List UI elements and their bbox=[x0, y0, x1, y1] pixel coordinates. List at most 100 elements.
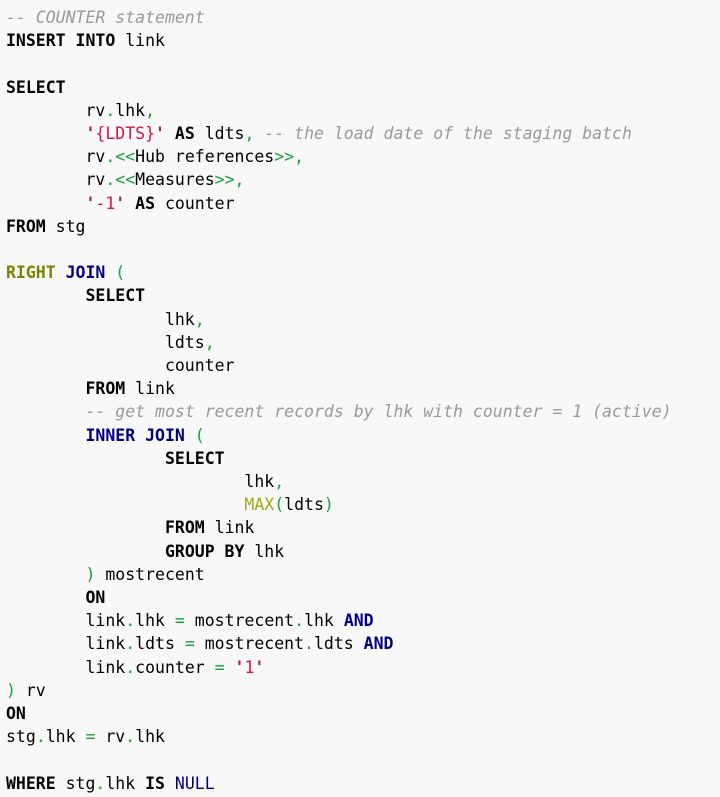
code-token-comment: -- COUNTER statement bbox=[6, 8, 205, 27]
code-token-comment: -- the load date of the staging batch bbox=[264, 124, 632, 144]
code-token-plain: lhk bbox=[115, 100, 146, 120]
code-token-kw: SELECT bbox=[6, 77, 66, 97]
code-token-op: . bbox=[125, 727, 136, 747]
code-line: INSERT INTO link bbox=[6, 29, 720, 52]
code-line bbox=[6, 238, 720, 261]
code-token-kw: ON bbox=[6, 704, 26, 724]
code-line bbox=[6, 52, 720, 75]
code-line: rv.<<Measures>>, bbox=[6, 168, 720, 191]
code-line: link.lhk = mostrecent.lhk AND bbox=[6, 609, 720, 632]
code-token-plain bbox=[165, 774, 175, 793]
code-token-op: .<< bbox=[105, 147, 136, 167]
code-token-plain: link bbox=[204, 518, 255, 538]
code-token-strq: ' bbox=[115, 193, 126, 213]
code-token-op: ( bbox=[115, 263, 126, 283]
code-token-plain: rv bbox=[6, 147, 106, 167]
code-line: stg.lhk = rv.lhk bbox=[6, 725, 720, 748]
code-token-op: >>, bbox=[214, 170, 245, 190]
code-token-op: ) bbox=[85, 564, 96, 584]
code-token-str: -1 bbox=[95, 193, 116, 213]
code-token-plain: rv bbox=[95, 727, 126, 747]
code-token-plain bbox=[6, 426, 85, 445]
code-token-plain: ldts bbox=[284, 495, 324, 515]
code-token-kw2: AND bbox=[363, 634, 394, 654]
code-token-plain bbox=[185, 426, 195, 445]
code-token-strq: ' bbox=[234, 657, 245, 677]
code-token-op: . bbox=[125, 634, 136, 654]
code-token-plain bbox=[6, 379, 85, 398]
code-token-plain: link bbox=[6, 611, 126, 631]
code-token-plain: link bbox=[115, 31, 165, 51]
code-token-plain bbox=[125, 194, 135, 213]
code-token-plain: lhk bbox=[304, 611, 344, 631]
code-token-op: >>, bbox=[274, 147, 305, 167]
code-token-plain: ldts bbox=[313, 634, 364, 654]
code-token-kw: FROM bbox=[6, 216, 46, 236]
code-line: ) rv bbox=[6, 679, 720, 702]
code-line: '{LDTS}' AS ldts, -- the load date of th… bbox=[6, 122, 720, 145]
code-token-plain: Measures bbox=[135, 170, 215, 190]
code-token-plain: mostrecent bbox=[184, 611, 295, 631]
code-token-plain: ldts bbox=[135, 634, 185, 654]
code-token-plain bbox=[6, 495, 244, 514]
code-token-plain bbox=[6, 402, 85, 421]
code-token-comment: -- get most recent records by lhk with c… bbox=[85, 402, 672, 422]
code-token-plain: counter bbox=[135, 657, 215, 677]
code-line bbox=[6, 749, 720, 772]
code-token-op: . bbox=[294, 611, 305, 631]
code-line: SELECT bbox=[6, 284, 720, 307]
code-token-plain: lhk bbox=[135, 727, 165, 747]
code-token-kw: GROUP BY bbox=[164, 541, 245, 561]
code-token-plain: stg bbox=[45, 216, 86, 236]
code-token-op: , bbox=[274, 472, 285, 492]
code-line: GROUP BY lhk bbox=[6, 540, 720, 563]
code-token-plain bbox=[165, 124, 175, 143]
code-token-plain: Hub references bbox=[135, 147, 275, 167]
code-token-plain bbox=[105, 263, 115, 282]
code-line: RIGHT JOIN ( bbox=[6, 261, 720, 284]
code-line: link.ldts = mostrecent.ldts AND bbox=[6, 632, 720, 655]
code-token-plain: rv bbox=[6, 170, 106, 190]
code-token-plain: rv bbox=[15, 680, 46, 700]
code-line: '-1' AS counter bbox=[6, 192, 720, 215]
code-token-strq: ' bbox=[85, 193, 96, 213]
code-token-plain: lhk bbox=[135, 611, 175, 631]
code-token-plain: link bbox=[6, 657, 126, 677]
code-line: -- COUNTER statement bbox=[6, 6, 720, 29]
code-token-op: = bbox=[184, 634, 195, 654]
code-token-strq: ' bbox=[155, 124, 165, 144]
code-line: rv.<<Hub references>>, bbox=[6, 145, 720, 168]
code-token-plain: mostrecent bbox=[95, 564, 205, 584]
code-token-plain: lhk bbox=[244, 541, 285, 561]
code-token-op: . bbox=[95, 773, 106, 793]
code-token-op: = bbox=[85, 727, 96, 747]
code-token-plain bbox=[56, 263, 66, 282]
code-token-op: ( bbox=[274, 495, 285, 515]
code-token-op: ) bbox=[323, 495, 334, 515]
code-line: FROM link bbox=[6, 377, 720, 400]
code-token-plain: lhk bbox=[105, 773, 146, 793]
code-token-kw2n: NULL bbox=[174, 773, 215, 793]
code-line: ldts, bbox=[6, 331, 720, 354]
code-token-plain: counter bbox=[6, 356, 235, 376]
code-line: WHERE stg.lhk IS NULL bbox=[6, 772, 720, 795]
code-token-op: , bbox=[204, 332, 215, 352]
code-line: ON bbox=[6, 702, 720, 725]
code-token-kw: IS bbox=[145, 773, 165, 793]
code-token-kw: SELECT bbox=[85, 286, 146, 306]
code-token-strq: ' bbox=[254, 657, 265, 677]
code-line: counter bbox=[6, 354, 720, 377]
code-token-plain: lhk bbox=[6, 472, 275, 492]
code-token-plain: link bbox=[6, 634, 126, 654]
code-token-kw2: INNER JOIN bbox=[85, 425, 185, 445]
code-token-plain bbox=[6, 518, 165, 537]
code-token-plain bbox=[6, 286, 85, 305]
code-line: rv.lhk, bbox=[6, 99, 720, 122]
code-line: INNER JOIN ( bbox=[6, 424, 720, 447]
code-token-plain bbox=[6, 194, 85, 213]
code-token-kw: FROM bbox=[164, 518, 205, 538]
code-line: ) mostrecent bbox=[6, 563, 720, 586]
code-line: lhk, bbox=[6, 308, 720, 331]
code-token-kw2: JOIN bbox=[65, 263, 106, 283]
